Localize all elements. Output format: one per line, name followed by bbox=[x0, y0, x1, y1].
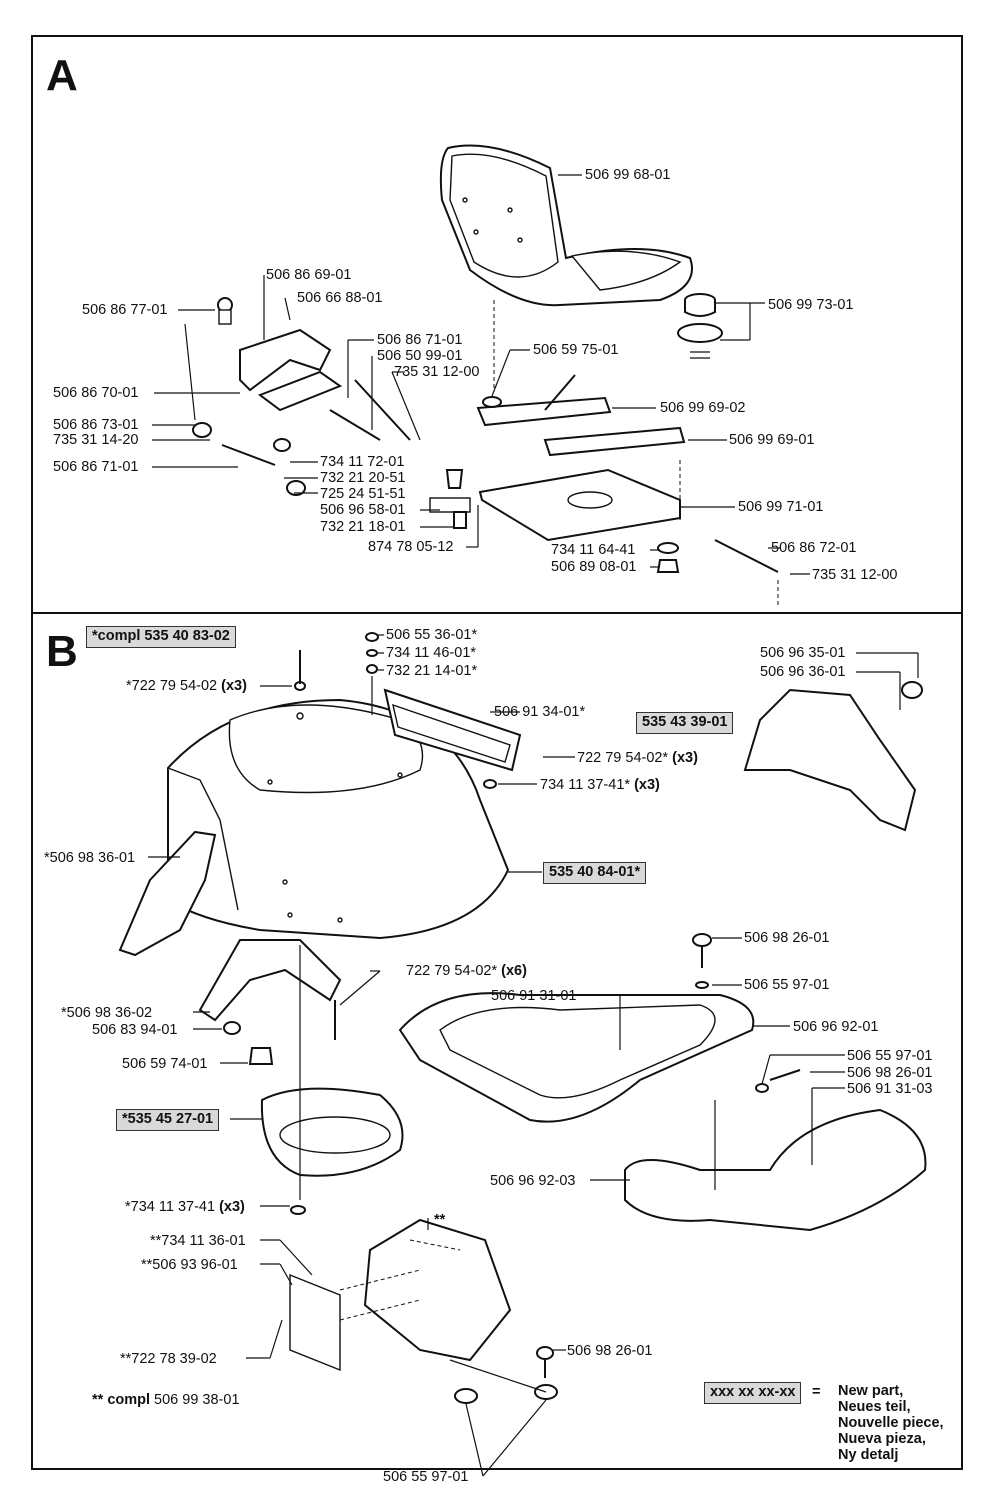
legend-line: New part, bbox=[838, 1383, 904, 1399]
label-b-98-26-c: 506 98 26-01 bbox=[567, 1343, 653, 1359]
legend-equals: = bbox=[812, 1384, 821, 1400]
label-b-91-31-03: 506 91 31-03 bbox=[847, 1081, 933, 1097]
label-735-top: 735 31 12-00 bbox=[394, 364, 480, 380]
linkage-part bbox=[192, 297, 411, 496]
guard-part bbox=[743, 688, 917, 832]
label-66-88: 506 66 88-01 bbox=[297, 290, 383, 306]
bracket-right-part bbox=[198, 939, 342, 1022]
section-divider bbox=[31, 612, 963, 614]
legend-line: Nouvelle piece, bbox=[838, 1415, 944, 1431]
label-b-98-36-02: *506 98 36-02 bbox=[61, 1005, 153, 1021]
label-b-55-36: 506 55 36-01* bbox=[386, 627, 478, 643]
legend-line: Neues teil, bbox=[838, 1399, 911, 1415]
label-86-71-a: 506 86 71-01 bbox=[377, 332, 463, 348]
label-86-70: 506 86 70-01 bbox=[53, 385, 139, 401]
legend-text: New part, Neues teil, Nouvelle piece, Nu… bbox=[838, 1383, 944, 1463]
label-734-64: 734 11 64-41 bbox=[551, 542, 636, 558]
label-b-double-star: ** bbox=[434, 1212, 446, 1228]
label-b-98-36-01: *506 98 36-01 bbox=[44, 850, 136, 866]
label-b-compl-2: ** compl 506 99 38-01 bbox=[92, 1392, 240, 1408]
label-b-734-36: **734 11 36-01 bbox=[150, 1233, 246, 1249]
label-99-73: 506 99 73-01 bbox=[768, 297, 854, 313]
label-b-734-37: 734 11 37-41* (x3) bbox=[540, 777, 660, 793]
label-b-93-96: **506 93 96-01 bbox=[141, 1257, 238, 1273]
label-874-78: 874 78 05-12 bbox=[368, 539, 454, 555]
label-b-98-26-a: 506 98 26-01 bbox=[744, 930, 830, 946]
label-59-75: 506 59 75-01 bbox=[533, 342, 619, 358]
leader-lines-b bbox=[148, 634, 919, 1477]
label-50-99: 506 50 99-01 bbox=[377, 348, 463, 364]
label-732-18: 732 21 18-01 bbox=[320, 519, 406, 535]
label-b-722-78: **722 78 39-02 bbox=[120, 1351, 217, 1367]
label-735-bot: 735 31 12-00 bbox=[812, 567, 898, 583]
seat-part bbox=[439, 144, 693, 307]
label-b-535-40-84-box: 535 40 84-01* bbox=[543, 862, 647, 884]
label-86-71-b: 506 86 71-01 bbox=[53, 459, 139, 475]
label-b-96-36: 506 96 36-01 bbox=[760, 664, 846, 680]
leader-lines-a bbox=[152, 174, 810, 575]
label-b-96-92-01: 506 96 92-01 bbox=[793, 1019, 879, 1035]
legend-box: xxx xx xx-xx bbox=[704, 1382, 802, 1404]
hood-part bbox=[167, 698, 510, 940]
label-86-73: 506 86 73-01 bbox=[53, 417, 139, 433]
label-86-72: 506 86 72-01 bbox=[771, 540, 857, 556]
label-b-55-97-c: 506 55 97-01 bbox=[383, 1469, 469, 1485]
label-b-722-79-x3-b: 722 79 54-02* (x3) bbox=[577, 750, 698, 766]
label-b-98-26-b: 506 98 26-01 bbox=[847, 1065, 933, 1081]
page-frame bbox=[31, 35, 963, 1470]
label-99-71: 506 99 71-01 bbox=[738, 499, 824, 515]
label-99-69-01: 506 99 69-01 bbox=[729, 432, 815, 448]
box-part bbox=[363, 1218, 512, 1362]
label-86-77: 506 86 77-01 bbox=[82, 302, 168, 318]
section-a-letter: A bbox=[46, 51, 78, 100]
label-b-96-35: 506 96 35-01 bbox=[760, 645, 846, 661]
legend-line: Nueva pieza, bbox=[838, 1431, 926, 1447]
legend-line: Ny detalj bbox=[838, 1447, 899, 1463]
label-seat: 506 99 68-01 bbox=[585, 167, 671, 183]
label-b-734-46: 734 11 46-01* bbox=[386, 645, 477, 661]
label-b-59-74: 506 59 74-01 bbox=[122, 1056, 208, 1072]
label-732-20: 732 21 20-51 bbox=[320, 470, 406, 486]
label-b-55-97-b: 506 55 97-01 bbox=[847, 1048, 933, 1064]
label-99-69-02: 506 99 69-02 bbox=[660, 400, 746, 416]
label-b-732-14: 732 21 14-01* bbox=[386, 663, 478, 679]
label-86-69: 506 86 69-01 bbox=[266, 267, 352, 283]
knob-part bbox=[677, 293, 723, 359]
section-b-letter: B bbox=[46, 627, 78, 676]
label-b-535-43-box: 535 43 39-01 bbox=[636, 712, 734, 734]
label-734-72: 734 11 72-01 bbox=[320, 454, 405, 470]
bracket-left-part bbox=[118, 830, 217, 957]
label-b-91-31-01: 506 91 31-01 bbox=[491, 988, 577, 1004]
label-b-55-97-a: 506 55 97-01 bbox=[744, 977, 830, 993]
base-plate bbox=[429, 468, 681, 542]
label-b-83-94: 506 83 94-01 bbox=[92, 1022, 178, 1038]
label-725-24: 725 24 51-51 bbox=[320, 486, 406, 502]
rail-parts bbox=[476, 374, 686, 457]
label-96-58: 506 96 58-01 bbox=[320, 502, 406, 518]
fastener-parts bbox=[223, 632, 801, 1404]
label-b-734-37-b: *734 11 37-41 (x3) bbox=[125, 1199, 245, 1215]
label-89-08: 506 89 08-01 bbox=[551, 559, 637, 575]
label-b-535-45-box: *535 45 27-01 bbox=[116, 1109, 220, 1131]
label-b-722-79-x3-a: *722 79 54-02 (x3) bbox=[126, 678, 247, 694]
label-b-722-79-x6: 722 79 54-02* (x6) bbox=[406, 963, 527, 979]
label-735-14: 735 31 14-20 bbox=[53, 432, 139, 448]
label-b-91-34: 506 91 34-01* bbox=[494, 704, 586, 720]
label-b-96-92-03: 506 96 92-03 bbox=[490, 1173, 576, 1189]
label-compl-box: *compl 535 40 83-02 bbox=[86, 626, 236, 648]
armrest-part bbox=[624, 1108, 927, 1232]
